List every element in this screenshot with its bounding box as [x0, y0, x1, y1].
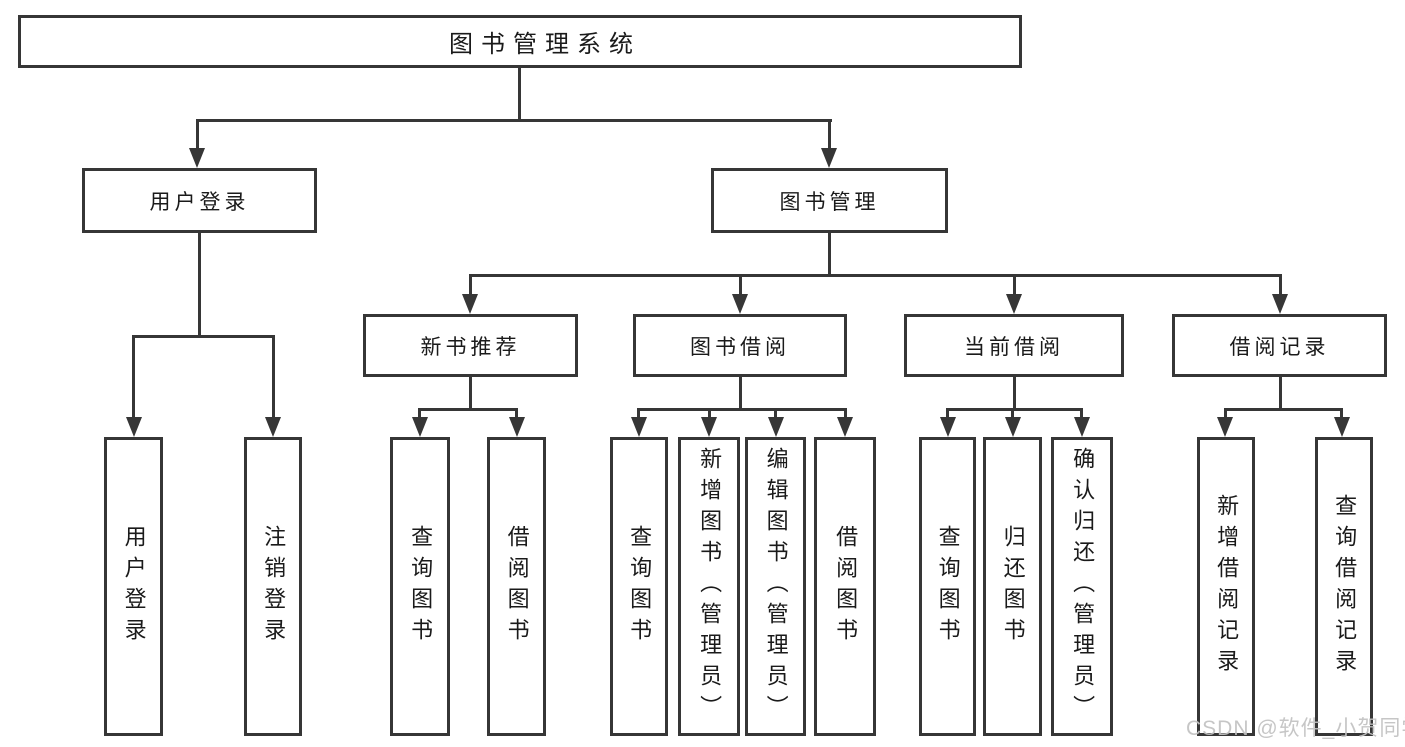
- connector-cb-bar: [946, 408, 1083, 411]
- leaf-br-query-record: 查询借阅记录: [1315, 437, 1373, 736]
- arrow-down-icon: [189, 148, 205, 168]
- arrow-down-icon: [265, 417, 281, 437]
- connector-root-drop-right: [828, 119, 831, 150]
- arrow-down-icon: [1005, 417, 1021, 437]
- leaf-bb-edit-books-admin: 编辑图书（管理员）: [745, 437, 806, 736]
- connector-book-management-stem: [828, 231, 831, 276]
- connector-bb-drop-4: [844, 408, 847, 419]
- connector-book-management-bar: [469, 274, 1282, 277]
- connector-bm-drop-3: [1013, 274, 1016, 296]
- connector-bb-drop-1: [637, 408, 640, 419]
- node-new-book-recommend-label: 新书推荐: [420, 335, 521, 359]
- arrow-down-icon: [821, 148, 837, 168]
- connector-br-bar: [1224, 408, 1343, 411]
- arrow-down-icon: [1217, 417, 1233, 437]
- arrow-down-icon: [940, 417, 956, 437]
- connector-root-drop-left: [196, 119, 199, 150]
- connector-cb-drop-2: [1011, 408, 1014, 419]
- node-book-borrow: 图书借阅: [633, 314, 847, 377]
- connector-bb-bar: [638, 408, 846, 411]
- arrow-down-icon: [412, 417, 428, 437]
- connector-br-drop-2: [1340, 408, 1343, 419]
- leaf-cb-confirm-return-admin: 确认归还（管理员）: [1051, 437, 1113, 736]
- node-book-borrow-label: 图书借阅: [690, 335, 790, 359]
- leaf-user-login: 用户登录: [104, 437, 163, 736]
- arrow-down-icon: [1006, 294, 1022, 314]
- connector-root-bar: [197, 119, 832, 122]
- connector-user-login-drop-1: [132, 335, 135, 419]
- connector-bm-drop-2: [739, 274, 742, 296]
- connector-root-stem: [518, 68, 521, 121]
- node-root: 图书管理系统: [18, 15, 1022, 68]
- arrow-down-icon: [1272, 294, 1288, 314]
- leaf-logout: 注销登录: [244, 437, 302, 736]
- connector-bm-drop-1: [469, 274, 472, 296]
- leaf-nbr-query-books: 查询图书: [390, 437, 450, 736]
- arrow-down-icon: [631, 417, 647, 437]
- arrow-down-icon: [732, 294, 748, 314]
- connector-nbr-drop-2: [515, 408, 518, 419]
- connector-user-login-stem: [198, 231, 201, 337]
- node-user-login-label: 用户登录: [149, 190, 250, 214]
- connector-nbr-drop-1: [418, 408, 421, 419]
- leaf-cb-return-books: 归还图书: [983, 437, 1042, 736]
- node-book-management-label: 图书管理: [779, 190, 880, 214]
- connector-br-stem: [1279, 375, 1282, 410]
- leaf-cb-query-books: 查询图书: [919, 437, 976, 736]
- node-root-label: 图书管理系统: [449, 31, 641, 58]
- connector-bm-drop-4: [1279, 274, 1282, 296]
- node-borrow-records: 借阅记录: [1172, 314, 1387, 377]
- connector-br-drop-1: [1224, 408, 1227, 419]
- connector-cb-drop-3: [1080, 408, 1083, 419]
- node-book-management: 图书管理: [711, 168, 948, 233]
- node-current-borrow-label: 当前借阅: [964, 335, 1064, 359]
- connector-bb-stem: [739, 375, 742, 410]
- arrow-down-icon: [1334, 417, 1350, 437]
- arrow-down-icon: [837, 417, 853, 437]
- connector-nbr-bar: [419, 408, 518, 411]
- leaf-nbr-borrow-books: 借阅图书: [487, 437, 546, 736]
- node-user-login: 用户登录: [82, 168, 317, 233]
- leaf-bb-borrow-books: 借阅图书: [814, 437, 876, 736]
- connector-cb-drop-1: [946, 408, 949, 419]
- arrow-down-icon: [462, 294, 478, 314]
- node-current-borrow: 当前借阅: [904, 314, 1124, 377]
- leaf-bb-add-books-admin: 新增图书（管理员）: [678, 437, 740, 736]
- arrow-down-icon: [509, 417, 525, 437]
- arrow-down-icon: [1074, 417, 1090, 437]
- node-borrow-records-label: 借阅记录: [1229, 335, 1330, 359]
- connector-bb-drop-3: [774, 408, 777, 419]
- leaf-bb-query-books: 查询图书: [610, 437, 668, 736]
- connector-user-login-drop-2: [272, 335, 275, 419]
- arrow-down-icon: [701, 417, 717, 437]
- connector-bb-drop-2: [708, 408, 711, 419]
- connector-user-login-bar: [132, 335, 275, 338]
- connector-nbr-stem: [469, 375, 472, 410]
- arrow-down-icon: [126, 417, 142, 437]
- arrow-down-icon: [768, 417, 784, 437]
- node-new-book-recommend: 新书推荐: [363, 314, 578, 377]
- leaf-br-add-record: 新增借阅记录: [1197, 437, 1255, 736]
- connector-cb-stem: [1013, 375, 1016, 410]
- csdn-watermark: CSDN @软件_小贺同学: [1186, 717, 1405, 740]
